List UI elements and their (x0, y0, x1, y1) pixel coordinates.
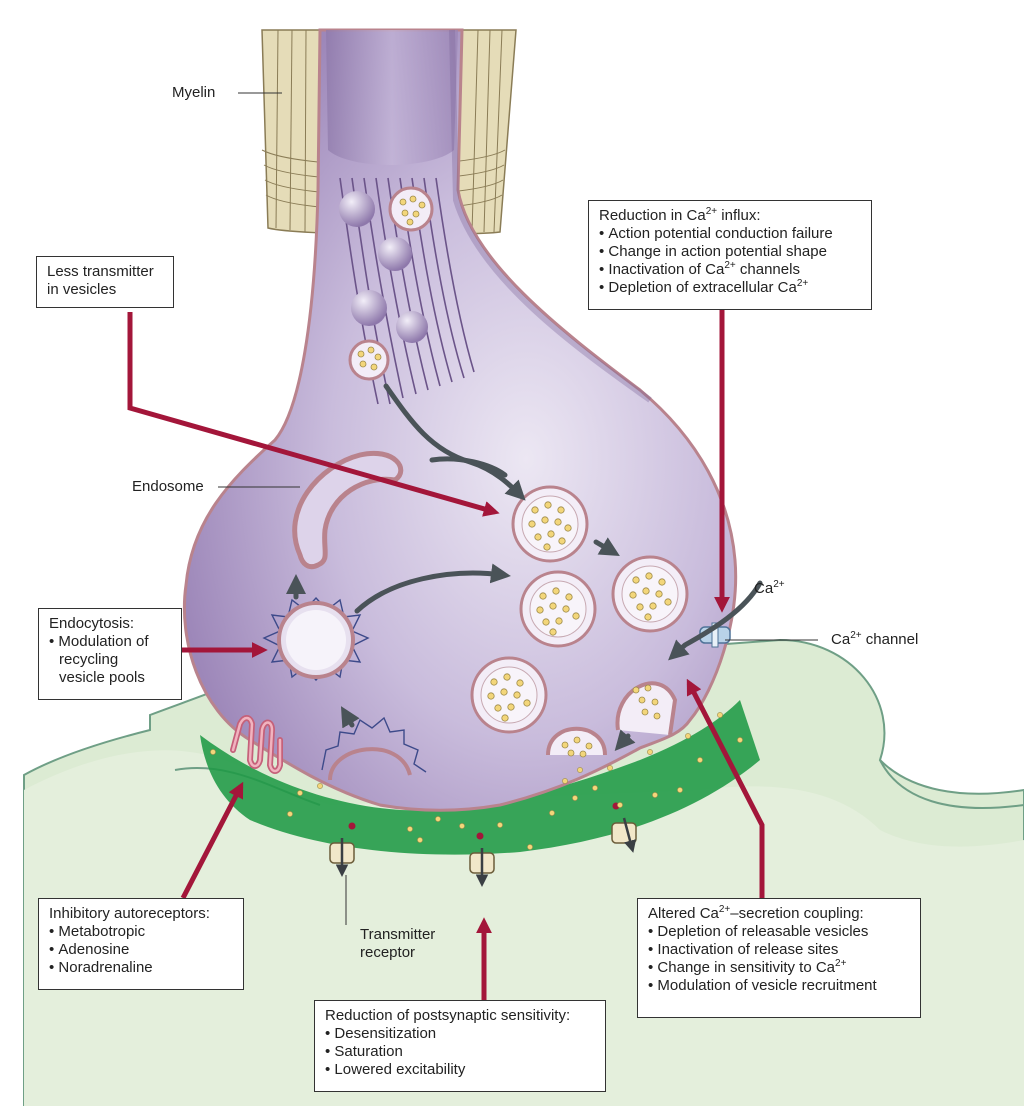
coated-vesicle (262, 596, 370, 682)
calcium-influx-title: Reduction in Ca2+ influx: (599, 206, 761, 225)
transmitter-receptor-icons (329, 802, 637, 887)
calcium-ion-label: Ca2+ (754, 579, 785, 598)
secretion-coupling-box: Altered Ca2+–secretion coupling: Depleti… (637, 898, 921, 1018)
empty-vesicles (339, 191, 428, 343)
coated-pit (321, 716, 427, 781)
synaptic-cleft (200, 700, 760, 855)
autoreceptors-box: Inhibitory autoreceptors: Metabotropic A… (38, 898, 244, 990)
endosome-label: Endosome (132, 478, 204, 495)
postsynaptic-sensitivity-box: Reduction of postsynaptic sensitivity: D… (314, 1000, 606, 1092)
endocytosis-box: Endocytosis: Modulation of recycling ves… (38, 608, 182, 700)
autoreceptor-icon (230, 715, 283, 774)
transmitter-receptor-label: Transmitter receptor (360, 926, 436, 961)
secretion-coupling-title: Altered Ca2+–secretion coupling: (648, 904, 864, 923)
fusing-vesicles (546, 681, 678, 758)
leader-lines (218, 92, 818, 925)
calcium-channel-label: Ca2+ channel (831, 630, 919, 649)
less-transmitter-box: Less transmitter in vesicles (36, 256, 174, 308)
vesicle-cycle-arrows (286, 383, 763, 751)
calcium-influx-box: Reduction in Ca2+ influx: Action potenti… (588, 200, 872, 310)
released-transmitter (210, 712, 743, 850)
myelin-label: Myelin (172, 84, 216, 101)
modulation-arrows (127, 310, 765, 1000)
filled-vesicles (348, 186, 689, 734)
